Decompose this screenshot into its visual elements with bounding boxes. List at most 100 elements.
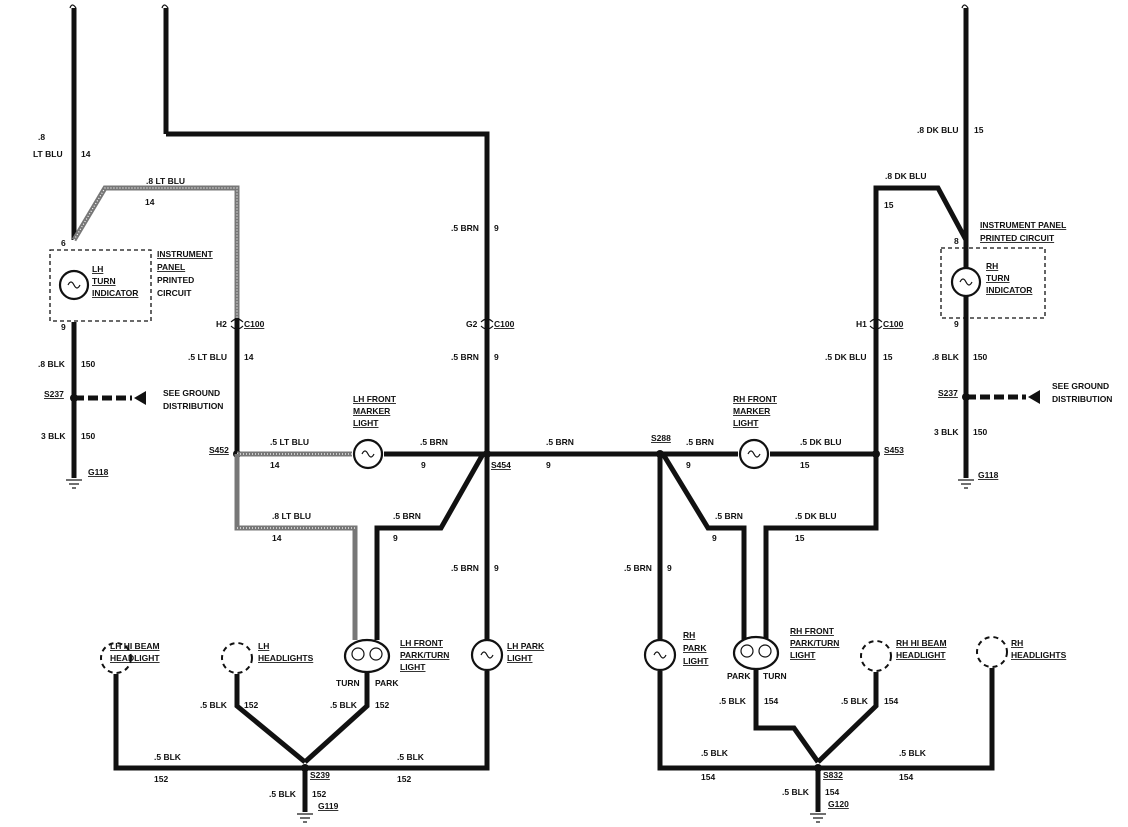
wire-label: .5 DK BLU [800, 437, 842, 447]
wire-label: .5 BLK [719, 696, 747, 706]
component-label: LIGHT [683, 656, 709, 666]
ground-g118-right [958, 479, 974, 489]
wire-label: 15 [883, 352, 893, 362]
lh-headlights [221, 642, 253, 674]
ground-label: G118 [88, 467, 109, 477]
wire-label: .5 BLK [899, 748, 927, 758]
lh-marker-circuit: H2 C100 .5 LT BLU 14 S452 .5 LT BLU 14 L… [188, 318, 486, 640]
ground-label: G120 [828, 799, 849, 809]
wire-label: 3 BLK [41, 431, 66, 441]
splice-label: S454 [491, 460, 511, 470]
component-label: TURN [986, 273, 1010, 283]
wire-label: .8 LT BLU [146, 176, 185, 186]
component-label: SEE GROUND [163, 388, 220, 398]
instrument-panel-box-right [940, 247, 1046, 319]
connector-label: H2 [216, 319, 227, 329]
component-label: PANEL [157, 262, 185, 272]
ground-g119 [297, 813, 313, 823]
wire-label: 9 [421, 460, 426, 470]
component-label: PARK [683, 643, 707, 653]
wire-label: .5 DK BLU [795, 511, 837, 521]
wire-label: 14 [270, 460, 280, 470]
wire-label: 154 [764, 696, 778, 706]
component-label: INDICATOR [92, 288, 138, 298]
wire-label: .5 LT BLU [188, 352, 227, 362]
lh-turn-indicator-circuit: .8 LT BLU 14 .8 LT BLU 14 6 9 LH TURN IN… [33, 4, 240, 489]
component-label: LIGHT [353, 418, 379, 428]
component-label: RH [1011, 638, 1023, 648]
connector-pin: 9 [61, 322, 66, 332]
wire-label: 15 [795, 533, 805, 543]
component-label: INSTRUMENT [157, 249, 214, 259]
wire-label: .5 BLK [397, 752, 425, 762]
component-label: RH FRONT [733, 394, 778, 404]
wire-label: .5 BRN [451, 223, 479, 233]
component-label: HEADLIGHT [896, 650, 946, 660]
rh-front-park-turn-light [732, 635, 780, 671]
wire-label: 9 [494, 563, 499, 573]
wire-label: 3 BLK [934, 427, 959, 437]
wire-label: 154 [701, 772, 715, 782]
wire-label: 9 [712, 533, 717, 543]
wire-label: LT BLU [33, 149, 63, 159]
splice-label: S237 [44, 389, 64, 399]
center-brn-circuit: .5 BRN 9 G2 C100 .5 BRN 9 S454 .5 BRN 9 … [161, 4, 660, 640]
ground-label: G118 [978, 470, 999, 480]
wire-label: 14 [81, 149, 91, 159]
connector-pin: 8 [954, 236, 959, 246]
component-label: MARKER [353, 406, 390, 416]
wire-label: .5 BRN [715, 511, 743, 521]
wire-label: 15 [974, 125, 984, 135]
component-label: RH [683, 630, 695, 640]
splice-label: S832 [823, 770, 843, 780]
splice-label: S239 [310, 770, 330, 780]
wire-label: 14 [145, 197, 155, 207]
wire-label: .5 BLK [200, 700, 228, 710]
wire-label: .5 BRN [624, 563, 652, 573]
component-label: TURN [92, 276, 116, 286]
wire-label: 152 [312, 789, 326, 799]
rh-front-lights: RH PARK LIGHT RH FRONT PARK/TURN LIGHT R… [643, 626, 1067, 823]
wire-label: 152 [244, 700, 258, 710]
wire-label: .8 BLK [932, 352, 960, 362]
pin-label: PARK [375, 678, 399, 688]
component-label: PARK/TURN [790, 638, 839, 648]
component-label: LIGHT [507, 653, 533, 663]
wire-label: 9 [494, 223, 499, 233]
pin-label: TURN [763, 671, 787, 681]
wire-label: 15 [800, 460, 810, 470]
wire-label: 14 [244, 352, 254, 362]
component-label: CIRCUIT [157, 288, 192, 298]
component-label: LIGHT [733, 418, 759, 428]
wire-label: .5 BLK [841, 696, 869, 706]
wire-label: 152 [375, 700, 389, 710]
ground-distribution-arrow-left [134, 391, 146, 405]
connector-label: C100 [883, 319, 904, 329]
wire-label: .8 BLK [38, 359, 66, 369]
wire-label: 150 [81, 359, 95, 369]
component-label: RH FRONT [790, 626, 835, 636]
component-label: DISTRIBUTION [1052, 394, 1112, 404]
wire-label: 154 [884, 696, 898, 706]
wire-label: .5 LT BLU [270, 437, 309, 447]
component-label: HEADLIGHTS [1011, 650, 1067, 660]
component-label: DISTRIBUTION [163, 401, 223, 411]
ground-g118-left [66, 479, 82, 489]
connector-label: C100 [244, 319, 265, 329]
splice-label: S288 [651, 433, 671, 443]
rh-marker-circuit: S288 .5 BRN 9 RH FRONT MARKER LIGHT .5 D… [624, 171, 969, 640]
wire-label: .5 BRN [393, 511, 421, 521]
connector-label: G2 [466, 319, 478, 329]
wire-label: 9 [546, 460, 551, 470]
component-label: PRINTED CIRCUIT [980, 233, 1055, 243]
wire-label: 14 [272, 533, 282, 543]
wire-label: 152 [154, 774, 168, 784]
splice-label: S452 [209, 445, 229, 455]
component-label: INSTRUMENT PANEL [980, 220, 1066, 230]
wire-label: .5 BRN [451, 352, 479, 362]
pin-label: TURN [336, 678, 360, 688]
wire-label: .5 BRN [420, 437, 448, 447]
lh-front-park-turn-light [343, 638, 391, 674]
component-label: RH HI BEAM [896, 638, 947, 648]
